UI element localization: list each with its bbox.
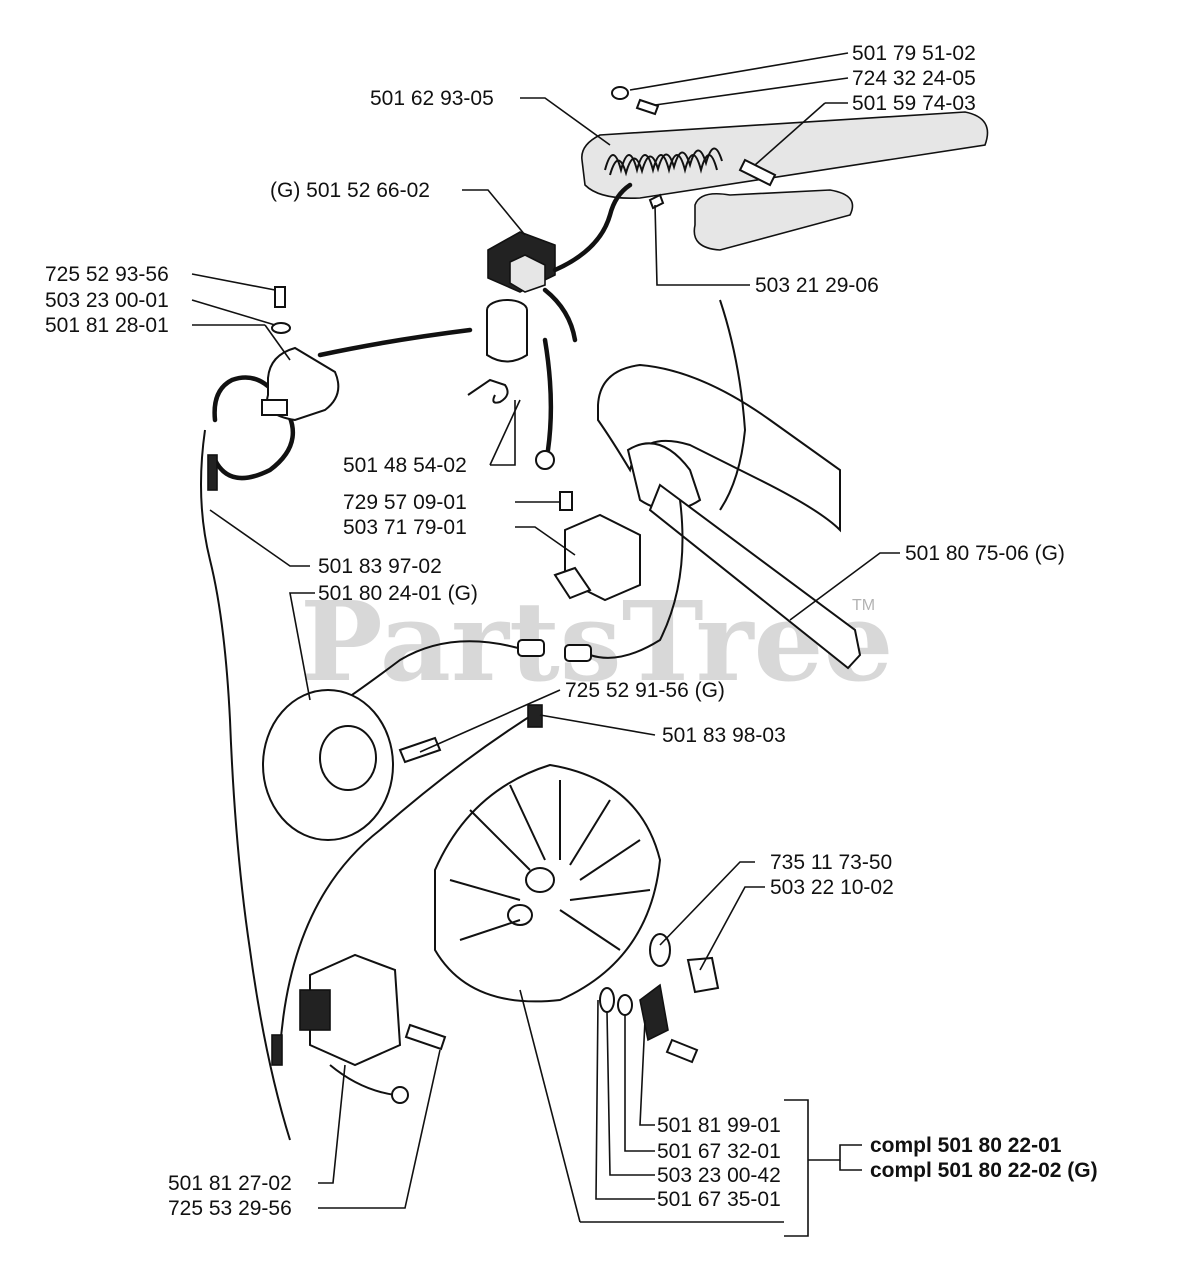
label-compl-501-80-22-01: compl 501 80 22-01: [870, 1134, 1062, 1157]
label-compl-501-80-22-02: compl 501 80 22-02 (G): [870, 1159, 1098, 1182]
connector-b: [564, 644, 592, 662]
small-ring-part: [611, 86, 629, 100]
module-wire: [279, 709, 541, 1051]
label-501-81-28-01: 501 81 28-01: [45, 314, 169, 337]
handle-bar: [597, 363, 862, 670]
label-501-81-99-01: 501 81 99-01: [657, 1114, 781, 1137]
label-503-22-10-02: 503 22 10-02: [770, 876, 894, 899]
module-ground-terminal: [391, 1086, 409, 1104]
handle-wire-2: [589, 499, 684, 659]
label-725-52-93-56: 725 52 93-56: [45, 263, 169, 286]
label-501-48-54-02: 501 48 54-02: [343, 454, 467, 477]
bolt: [665, 1038, 699, 1064]
ignition-coil-upper: [261, 346, 340, 422]
label-501-83-98-03: 501 83 98-03: [662, 724, 786, 747]
label-729-57-09-01: 729 57 09-01: [343, 491, 467, 514]
stator-ring: [262, 689, 394, 841]
screw-module: [404, 1023, 447, 1051]
watermark-trademark: TM: [852, 597, 875, 614]
label-501-67-32-01: 501 67 32-01: [657, 1140, 781, 1163]
label-501-79-51-02: 501 79 51-02: [852, 42, 976, 65]
coil-wire-upper: [317, 327, 473, 358]
label-501-62-93-05: 501 62 93-05: [370, 87, 494, 110]
switch-wire-2: [542, 287, 578, 343]
label-501-67-35-01: 501 67 35-01: [657, 1188, 781, 1211]
label-501-80-24-01: 501 80 24-01 (G): [318, 582, 478, 605]
lead-connector-left: [207, 454, 218, 491]
label-503-23-00-01: 503 23 00-01: [45, 289, 169, 312]
switch-block: [487, 231, 556, 293]
screw-switch: [559, 491, 573, 511]
nut: [686, 956, 720, 994]
screw-part-upper: [648, 193, 665, 210]
heating-element-plate: [581, 111, 989, 200]
label-503-23-00-42: 503 23 00-42: [657, 1164, 781, 1187]
washer-b: [617, 994, 633, 1016]
spring-clip: [467, 378, 509, 404]
ground-wire: [542, 337, 554, 453]
label-724-32-24-05: 724 32 24-05: [852, 67, 976, 90]
small-spring-part: [635, 98, 660, 116]
screw-stator: [398, 736, 442, 764]
label-725-52-91-56: 725 52 91-56 (G): [565, 679, 725, 702]
label-503-21-29-06: 503 21 29-06: [755, 274, 879, 297]
condenser: [486, 299, 528, 363]
heating-plate-cover: [693, 189, 854, 251]
leader-lines: [191, 52, 900, 1237]
screw-upper-coil: [274, 286, 286, 308]
label-503-71-79-01: 503 71 79-01: [343, 516, 467, 539]
stop-switch: [553, 513, 641, 602]
shim: [599, 987, 615, 1013]
module-connector: [527, 704, 543, 728]
label-501-80-75-06: 501 80 75-06 (G): [905, 542, 1065, 565]
ground-terminal: [535, 450, 555, 470]
label-725-53-29-56: 725 53 29-56: [168, 1197, 292, 1220]
switch-wire: [552, 182, 633, 273]
flywheel: [434, 763, 662, 1003]
connector-a: [517, 639, 545, 657]
module-plug: [271, 1034, 283, 1066]
module-ground-wire: [329, 1064, 396, 1096]
ignition-module: [299, 953, 402, 1067]
long-lead-wire: [200, 429, 291, 1141]
pin-part: [738, 158, 777, 187]
label-501-52-66-02: (G) 501 52 66-02: [270, 179, 430, 202]
label-501-83-97-02: 501 83 97-02: [318, 555, 442, 578]
label-735-11-73-50: 735 11 73-50: [770, 851, 892, 874]
washer-a: [649, 933, 671, 967]
handle-wire: [719, 299, 747, 511]
washer-upper-coil: [271, 322, 291, 334]
label-501-59-74-03: 501 59 74-03: [852, 92, 976, 115]
label-501-81-27-02: 501 81 27-02: [168, 1172, 292, 1195]
